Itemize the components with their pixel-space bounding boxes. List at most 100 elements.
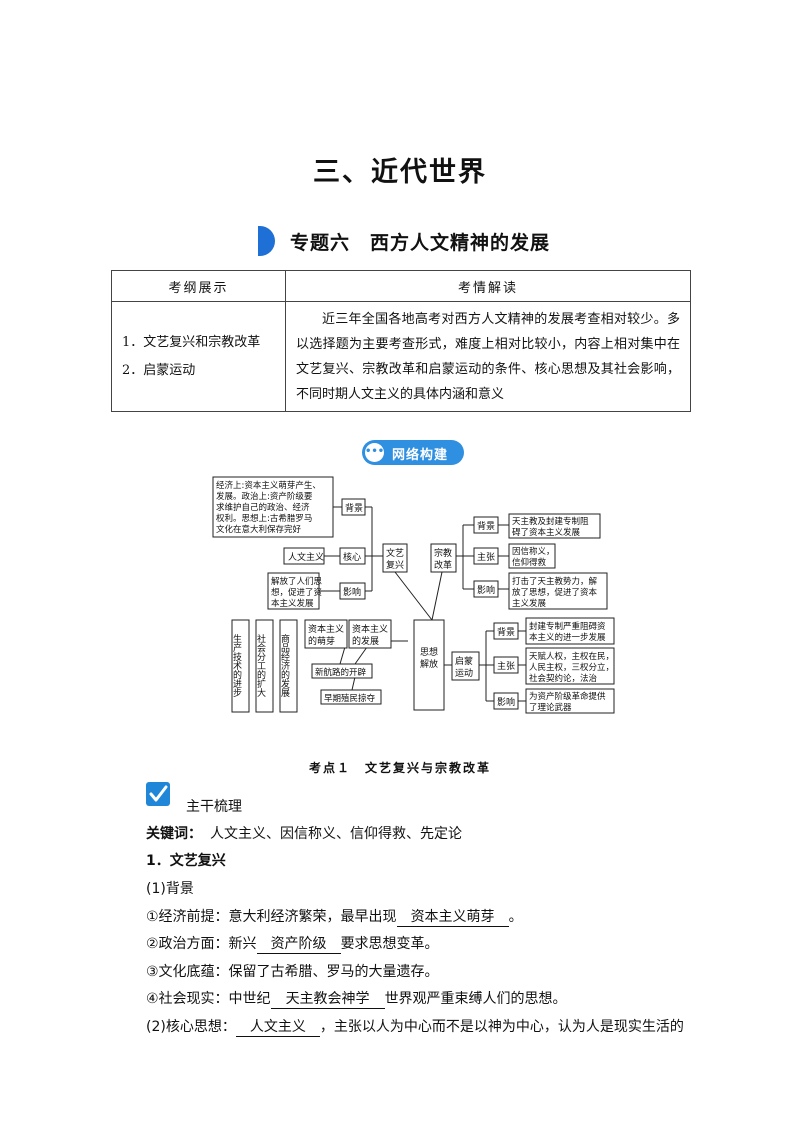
fill-line: (2)核心思想：人文主义，主张以人为中心而不是以神为中心，认为人是现实生活的	[146, 1016, 684, 1037]
chapter-title: 三、近代世界	[313, 157, 487, 188]
answer-blank: 天主教会神学	[270, 991, 385, 1009]
chat-bubble-icon: •••	[365, 443, 384, 462]
line-prefix: ①经济前提：意大利经济繁荣，最早出现	[146, 909, 397, 925]
svg-text:人文主义: 人文主义	[288, 551, 324, 563]
svg-text:为资产阶级革命提供: 为资产阶级革命提供	[529, 691, 606, 702]
svg-text:的发展: 的发展	[352, 635, 379, 647]
line-suffix: 要求思想变革。	[340, 936, 439, 952]
syllabus-cell: 1．文艺复兴和宗教改革 2．启蒙运动	[111, 301, 286, 412]
syllabus-item: 1．文艺复兴和宗教改革	[122, 334, 261, 350]
sub-background: (1)背景	[146, 881, 194, 897]
reformation-influence-label: 影响	[473, 580, 499, 598]
svg-text:新航路的开辟: 新航路的开辟	[315, 667, 367, 678]
production-technology-box: 生产技术的进步	[231, 619, 250, 713]
keywords-value: 人文主义、因信称义、信仰得救、先定论	[210, 826, 462, 842]
svg-text:影响: 影响	[343, 586, 361, 598]
reformation-box: 宗教 改革	[430, 543, 457, 573]
fill-line: ②政治方面：新兴资产阶级要求思想变革。	[146, 933, 439, 954]
svg-text:影响: 影响	[477, 584, 495, 596]
svg-text:了理论武器: 了理论武器	[529, 702, 572, 713]
svg-text:核心: 核心	[343, 551, 361, 563]
capitalism-development-box: 资本主义 的发展	[348, 619, 392, 649]
capitalism-sprout-box: 资本主义 的萌芽	[304, 619, 348, 649]
reformation-influence-box: 打击了天主教势力，解 放了思想，促进了资本 主义发展	[508, 572, 608, 610]
enlightenment-box: 启蒙 运动	[451, 651, 480, 681]
line-suffix: 世界观严重束缚人们的思想。	[384, 991, 567, 1007]
heading-renaissance: 1．文艺复兴	[146, 853, 226, 869]
reformation-claim-box: 因信称义， 信仰得救	[508, 543, 556, 569]
division-of-labor-box: 社会分工的扩大	[255, 619, 274, 713]
network-badge: ••• 网络构建	[362, 440, 464, 465]
early-colonial-box: 早期殖民掠夺	[320, 689, 382, 705]
enlightenment-claim-label: 主张	[493, 656, 519, 674]
svg-text:背景: 背景	[477, 520, 495, 532]
renaissance-background-box: 经济上:资本主义萌芽产生、 发展。政治上:资产阶级要 求维护自己的政治、经济 权…	[212, 476, 334, 538]
line-suffix: 。	[508, 909, 523, 925]
line-prefix: ③文化底蕴：保留了古希腊、罗马的大量遗存。	[146, 964, 439, 980]
renaissance-box: 文艺 复兴	[382, 543, 408, 573]
renaissance-background-line: 求维护自己的政治、经济	[216, 502, 310, 513]
svg-text:宗教: 宗教	[434, 547, 452, 559]
reformation-background-box: 天主教及封建专制阻 碍了资本主义发展	[508, 513, 601, 539]
svg-text:封建专制严重阻碍资: 封建专制严重阻碍资	[529, 621, 606, 632]
renaissance-core-label: 核心	[339, 547, 366, 565]
svg-text:放了思想，促进了资本: 放了思想，促进了资本	[512, 587, 598, 598]
renaissance-background-line: 发展。政治上:资产阶级要	[216, 491, 313, 502]
renaissance-background-line: 文化在意大利保存完好	[216, 524, 302, 535]
syllabus-item: 2．启蒙运动	[122, 362, 196, 378]
svg-text:天赋人权，主权在民，: 天赋人权，主权在民，	[529, 651, 614, 662]
renaissance-background-line: 经济上:资本主义萌芽产生、	[216, 480, 321, 491]
renaissance-background-label: 背景	[341, 498, 366, 516]
svg-text:人民主权，三权分立，: 人民主权，三权分立，	[529, 662, 614, 673]
svg-text:影响: 影响	[497, 696, 515, 708]
enlightenment-background-box: 封建专制严重阻碍资 本主义的进一步发展	[525, 617, 615, 645]
svg-text:碍了资本主义发展: 碍了资本主义发展	[512, 527, 581, 538]
keywords-line: 关键词： 人文主义、因信称义、信仰得救、先定论	[146, 823, 462, 843]
svg-text:主张: 主张	[477, 551, 495, 563]
checkmark-icon	[149, 785, 168, 802]
network-badge-label: 网络构建	[392, 448, 449, 463]
humanism-box: 人文主义	[283, 547, 325, 565]
svg-text:解放: 解放	[420, 658, 438, 670]
svg-text:运动: 运动	[455, 668, 473, 679]
svg-text:本主义发展: 本主义发展	[271, 598, 314, 609]
svg-text:启蒙: 启蒙	[455, 655, 473, 667]
answer-blank: 资产阶级	[256, 936, 341, 954]
svg-text:资本主义: 资本主义	[352, 623, 388, 635]
svg-text:改革: 改革	[434, 559, 452, 571]
topic-heading: 专题六 西方人文精神的发展	[0, 226, 800, 260]
svg-text:社会契约论，法治: 社会契约论，法治	[529, 673, 598, 684]
svg-text:资本主义: 资本主义	[308, 623, 344, 635]
fill-line: ④社会现实：中世纪天主教会神学世界观严重束缚人们的思想。	[146, 988, 567, 1009]
svg-text:复兴: 复兴	[386, 559, 404, 571]
keywords-label: 关键词：	[146, 826, 202, 842]
answer-blank: 资本主义萌芽	[396, 909, 509, 927]
outline-table: 考纲展示 考情解读 1．文艺复兴和宗教改革 2．启蒙运动 近三年全国各地高考对西…	[111, 270, 691, 412]
svg-text:社会分工的扩大: 社会分工的扩大	[255, 633, 266, 698]
renaissance-background-line: 权利。思想上:古希腊罗马	[216, 513, 312, 524]
reformation-claim-label: 主张	[473, 547, 499, 565]
topic-marker-icon	[258, 226, 275, 256]
enlightenment-background-label: 背景	[493, 622, 519, 640]
svg-text:主义发展: 主义发展	[512, 598, 547, 609]
commodity-economy-box: 商品经济的发展	[279, 619, 298, 713]
svg-text:打击了天主教势力，解: 打击了天主教势力，解	[512, 576, 598, 587]
enlightenment-claim-box: 天赋人权，主权在民， 人民主权，三权分立， 社会契约论，法治	[525, 647, 615, 685]
analysis-cell: 近三年全国各地高考对西方人文精神的发展考查相对较少。多以选择题为主要考查形式，难…	[285, 301, 691, 412]
svg-text:的萌芽: 的萌芽	[308, 635, 335, 647]
svg-text:信仰得救: 信仰得救	[512, 557, 547, 568]
line-prefix: ④社会现实：中世纪	[146, 991, 271, 1007]
svg-text:思想: 思想	[420, 646, 438, 658]
syllabus-header: 考纲展示	[111, 270, 286, 302]
line-prefix: ②政治方面：新兴	[146, 936, 257, 952]
svg-text:早期殖民掠夺: 早期殖民掠夺	[324, 693, 376, 704]
fill-line: ③文化底蕴：保留了古希腊、罗马的大量遗存。	[146, 961, 439, 981]
connector-lines	[319, 506, 526, 702]
line-prefix: (2)核心思想：	[146, 1019, 236, 1035]
enlightenment-influence-box: 为资产阶级革命提供 了理论武器	[525, 688, 615, 714]
svg-text:主张: 主张	[497, 660, 515, 672]
new-routes-box: 新航路的开辟	[311, 663, 373, 679]
svg-text:生产技术的进步: 生产技术的进步	[231, 633, 242, 698]
svg-text:解放了人们思: 解放了人们思	[271, 576, 323, 587]
reformation-background-label: 背景	[473, 516, 499, 534]
